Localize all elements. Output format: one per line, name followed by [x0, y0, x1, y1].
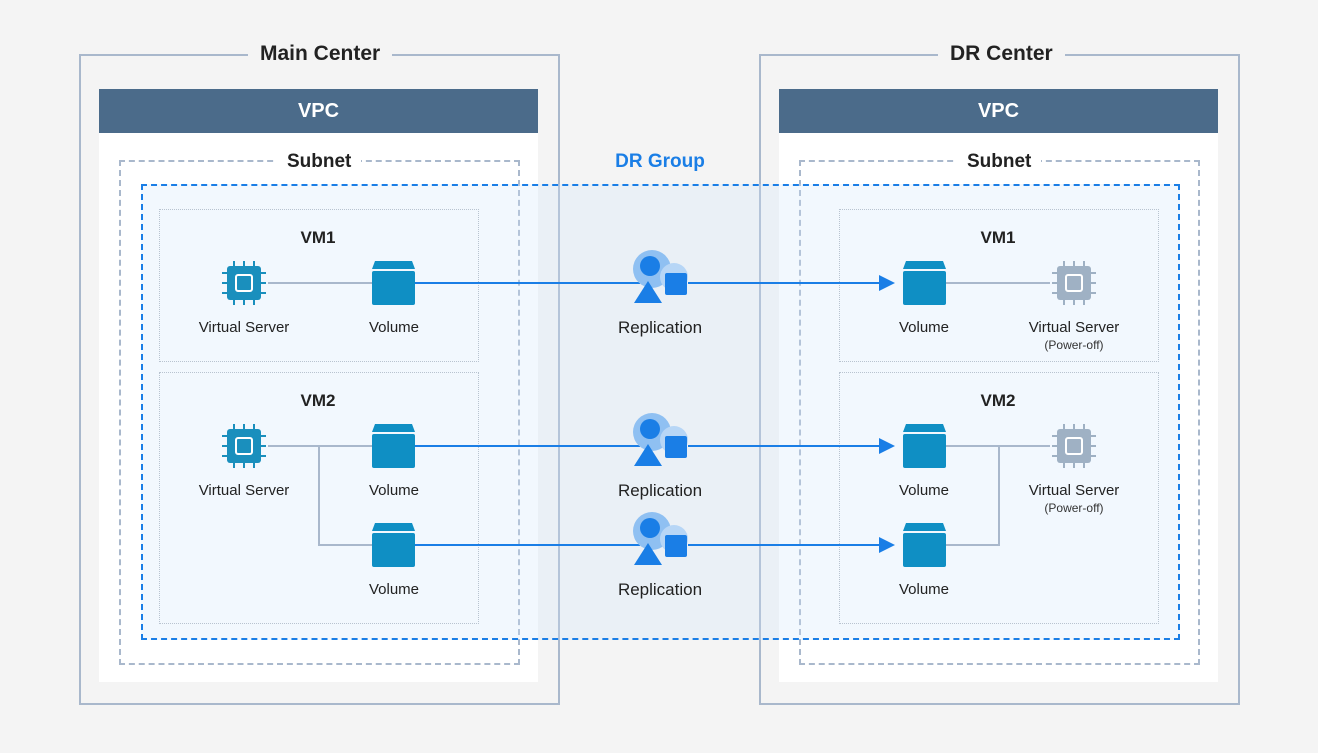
cpu-chip-icon — [222, 261, 266, 305]
cpu-chip-off-icon — [1052, 424, 1096, 468]
main-vm2-title: VM2 — [300, 391, 336, 410]
storage-volume-icon — [372, 261, 415, 305]
main-center-title: Main Center — [248, 41, 393, 67]
dr-subnet-title: Subnet — [957, 151, 1042, 173]
dr-vm2-box — [839, 372, 1159, 624]
main-vm1-server-label: Virtual Server — [198, 319, 290, 336]
dr-vm1-server-label: Virtual Server — [1028, 319, 1120, 336]
dr-vm2-title: VM2 — [980, 391, 1016, 410]
dr-vm1-server-status: (Power-off) — [1044, 338, 1104, 352]
main-vm2-server-label: Virtual Server — [198, 482, 290, 499]
dr-vm2-volume1-label: Volume — [898, 482, 950, 499]
main-vm2-volume1-label: Volume — [368, 482, 420, 499]
storage-volume-icon — [372, 424, 415, 468]
main-vm1-volume-label: Volume — [368, 319, 420, 336]
main-vm2-volume2-label: Volume — [368, 581, 420, 598]
main-vm2-server-volume2-link — [318, 446, 372, 546]
replication-shapes-icon — [633, 512, 688, 565]
storage-volume-icon — [903, 523, 946, 567]
main-vm2-box — [159, 372, 479, 624]
dr-vm1-title: VM1 — [980, 228, 1016, 247]
dr-vpc-panel — [779, 89, 1218, 682]
dr-vm2-server-status: (Power-off) — [1044, 501, 1104, 515]
storage-volume-icon — [372, 523, 415, 567]
main-vm1-title: VM1 — [300, 228, 336, 247]
replication-shapes-icon — [633, 250, 688, 303]
main-vpc-panel — [99, 89, 538, 682]
main-vpc-header: VPC — [99, 89, 538, 133]
replication-label-3: Replication — [617, 580, 703, 599]
dr-vpc-header: VPC — [779, 89, 1218, 133]
replication-label-2: Replication — [617, 481, 703, 500]
dr-vm1-box — [839, 209, 1159, 362]
main-subnet-title: Subnet — [277, 151, 362, 173]
cpu-chip-off-icon — [1052, 261, 1096, 305]
main-vm1-box — [159, 209, 479, 362]
dr-center-title: DR Center — [938, 41, 1065, 67]
dr-group-title: DR Group — [615, 151, 705, 172]
replication-label-1: Replication — [617, 318, 703, 337]
storage-volume-icon — [903, 424, 946, 468]
dr-vm2-server-label: Virtual Server — [1028, 482, 1120, 499]
dr-vm2-volume2-label: Volume — [898, 581, 950, 598]
dr-vm1-volume-label: Volume — [898, 319, 950, 336]
storage-volume-icon — [903, 261, 946, 305]
dr-vm2-volume2-server-link — [946, 446, 1000, 546]
cpu-chip-icon — [222, 424, 266, 468]
replication-shapes-icon — [633, 413, 688, 466]
